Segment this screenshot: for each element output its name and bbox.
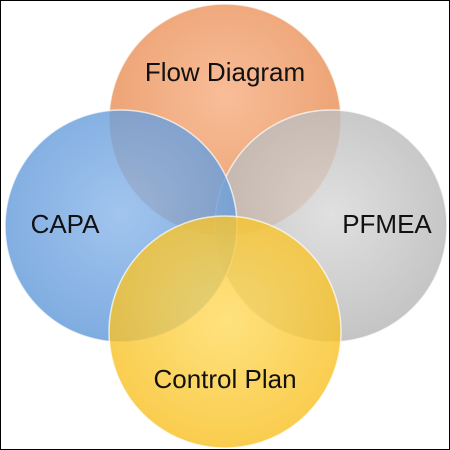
venn-label-flow-diagram: Flow Diagram <box>145 57 305 87</box>
venn-circle-control-plan <box>108 215 342 449</box>
venn-label-control-plan: Control Plan <box>153 364 296 394</box>
venn-label-pfmea: PFMEA <box>342 209 432 239</box>
venn-label-capa: CAPA <box>31 209 101 239</box>
